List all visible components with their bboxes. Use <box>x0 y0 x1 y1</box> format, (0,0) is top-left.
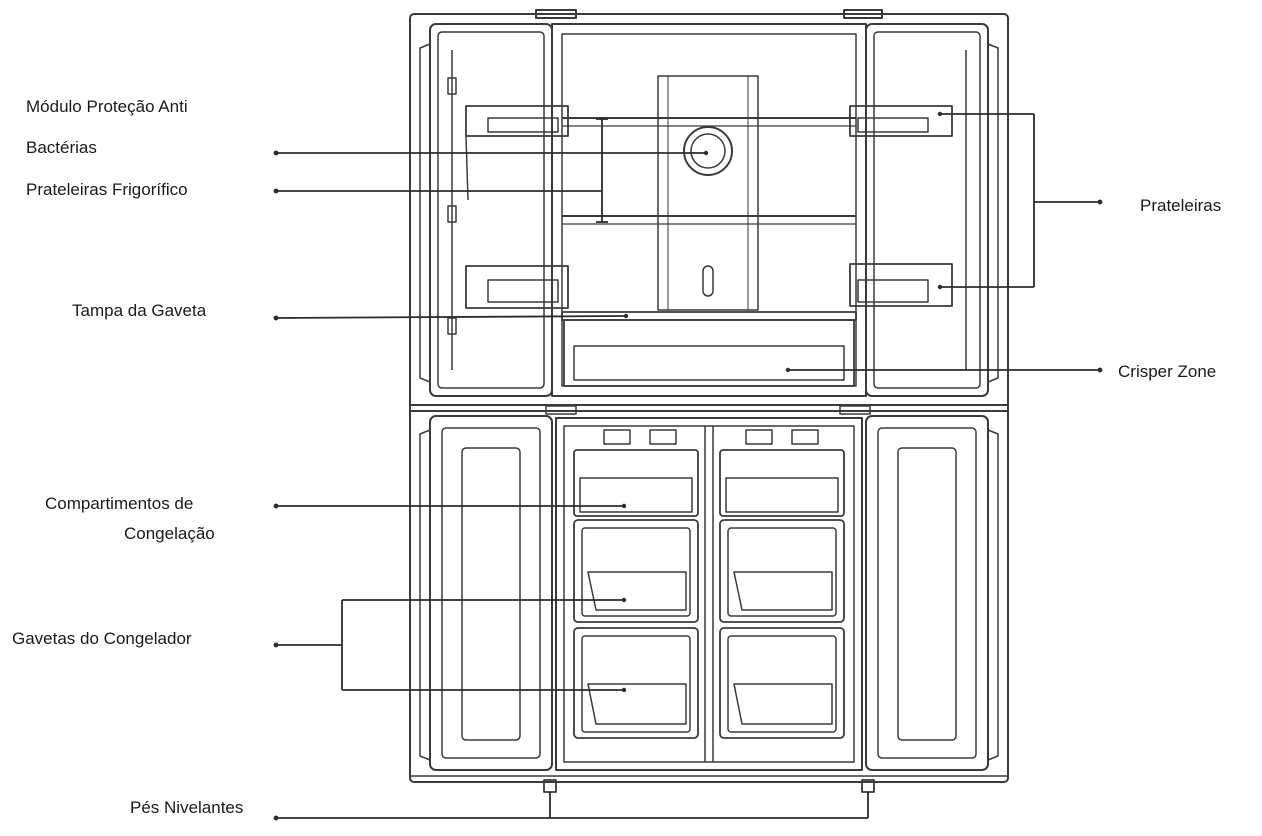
freezer-drawer-left-lower <box>573 627 699 739</box>
right-door-bin-lower <box>849 263 953 307</box>
label-freezer-compartments-line1: Compartimentos de <box>45 494 194 513</box>
label-crisper-zone: Crisper Zone <box>1118 362 1217 381</box>
freezer-drawer-right-upper <box>719 519 845 623</box>
label-freezer-drawers: Gavetas do Congelador <box>12 629 192 648</box>
left-door-bin-upper <box>465 105 569 201</box>
label-leveling-feet: Pés Nivelantes <box>130 798 244 817</box>
label-freezer-compartments-line2: Congelação <box>124 524 215 543</box>
freezer-interior <box>555 417 863 771</box>
fridge-right-door <box>865 23 999 397</box>
left-door-bin-lower <box>465 265 569 309</box>
label-anti-bacteria-line2: Bactérias <box>26 138 97 157</box>
top-left-hinge <box>535 9 577 19</box>
freezer-drawer-right-lower <box>719 627 845 739</box>
label-anti-bacteria-line1: Módulo Proteção Anti <box>26 97 188 116</box>
leader-dots <box>273 111 1103 821</box>
label-door-shelves: Prateleiras <box>1140 196 1222 215</box>
anti-bacteria-module <box>683 126 733 176</box>
label-drawer-cover: Tampa da Gaveta <box>72 301 207 320</box>
freezer-compartment-left <box>573 449 699 517</box>
fridge-left-door <box>419 23 553 397</box>
freezer-left-door <box>419 415 553 771</box>
crisper-drawer <box>563 319 855 387</box>
right-door-bin-upper <box>849 105 953 137</box>
leader-lines <box>275 113 1100 819</box>
fridge-interior <box>551 23 867 397</box>
cabinet-outline <box>409 13 1009 783</box>
top-right-hinge <box>843 9 883 19</box>
freezer-compartment-right <box>719 449 845 517</box>
interior-light <box>702 265 714 297</box>
freezer-right-door <box>865 415 999 771</box>
freezer-drawer-left-upper <box>573 519 699 623</box>
label-fridge-shelves: Prateleiras Frigorífico <box>26 180 188 199</box>
